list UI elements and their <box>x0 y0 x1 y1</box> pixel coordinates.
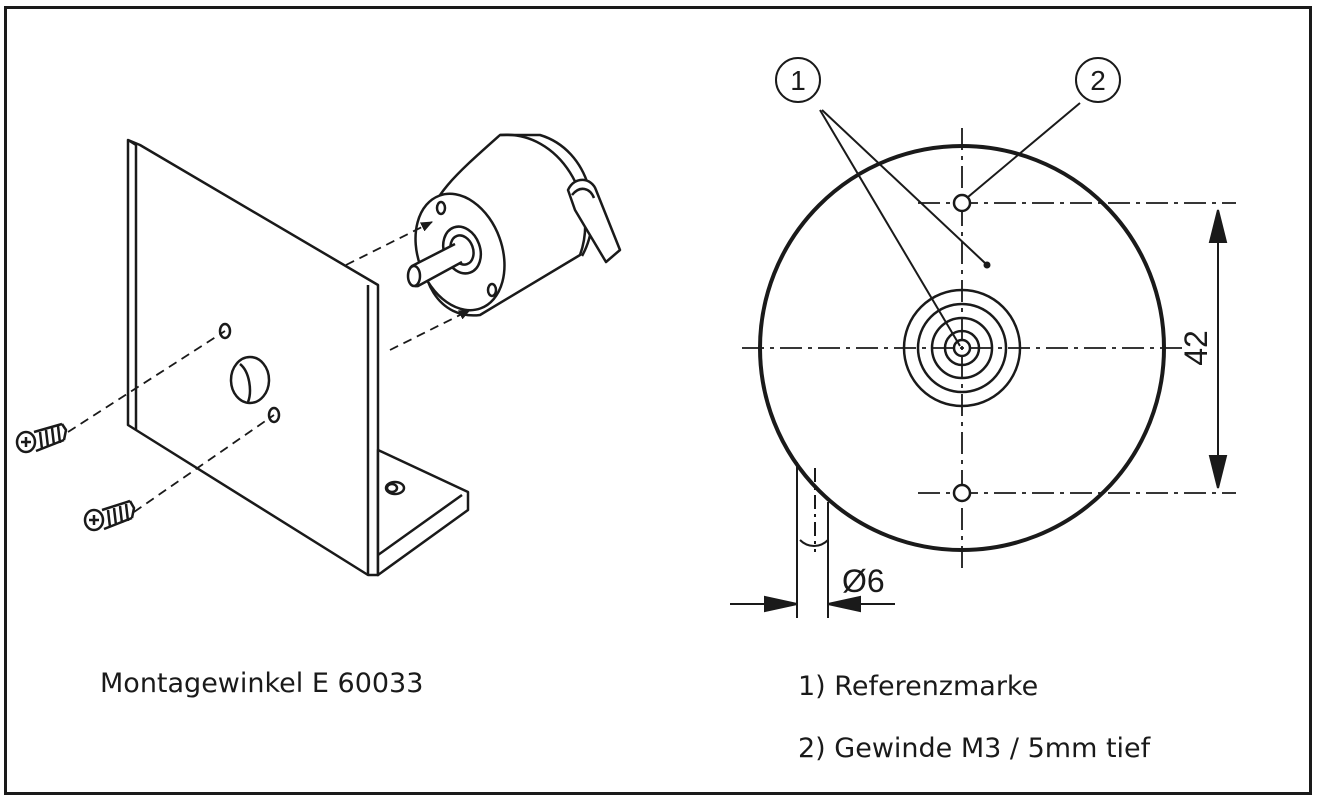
bracket-center-hole <box>229 355 271 405</box>
assembly-guide-lines <box>67 221 471 513</box>
hole-spacing-dimension <box>1208 209 1228 489</box>
bracket-assembly-illustration <box>15 133 622 577</box>
shaft-diameter-label: Ø6 <box>842 563 885 599</box>
callout-2-label: 2 <box>1090 65 1106 96</box>
encoder-body <box>406 133 622 317</box>
legend-item-thread: 2) Gewinde M3 / 5mm tief <box>798 733 1151 764</box>
hole-spacing-label: 42 <box>1178 330 1214 366</box>
screw-upper <box>15 422 68 454</box>
bracket-caption: Montagewinkel E 60033 <box>100 668 424 699</box>
callout-2 <box>967 57 1121 198</box>
encoder-front-view <box>730 57 1236 618</box>
hub-rings <box>902 288 1022 408</box>
threaded-hole-bottom <box>952 483 972 503</box>
shaft-diameter-dimension <box>730 462 895 618</box>
callout-1 <box>775 57 986 347</box>
screw-lower <box>83 499 136 532</box>
callout-1-label: 1 <box>790 65 806 96</box>
reference-mark-dot <box>983 261 991 269</box>
threaded-hole-top <box>952 193 972 213</box>
bracket-foot <box>376 448 470 577</box>
legend-item-reference-mark: 1) Referenzmarke <box>798 671 1039 702</box>
